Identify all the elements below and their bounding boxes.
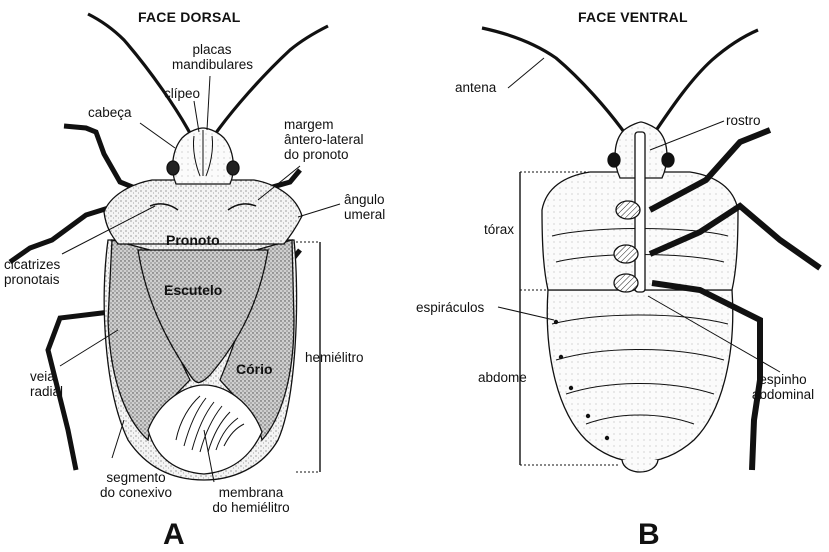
abdomen-ventral	[547, 290, 732, 462]
label-corio: Cório	[236, 361, 273, 377]
panel-letter-a: A	[163, 518, 185, 552]
label-placas-mandibulares: placas mandibulares	[172, 42, 252, 72]
label-cabeca: cabeça	[88, 105, 132, 120]
label-rostro: rostro	[726, 113, 761, 128]
label-angulo-humeral: ângulo umeral	[344, 192, 385, 222]
hind-coxa	[614, 274, 638, 292]
heading-dorsal: FACE DORSAL	[138, 9, 241, 25]
label-clipeo: clípeo	[164, 86, 200, 101]
label-torax: tórax	[484, 222, 514, 237]
label-cicatrizes: cicatrizes pronotais	[4, 257, 60, 287]
mid-coxa	[614, 245, 638, 263]
left-antenna-ventral	[482, 28, 624, 132]
label-membrana: membrana do hemiélitro	[196, 485, 306, 515]
left-eye	[167, 161, 179, 175]
genital-segment	[622, 460, 658, 472]
panel-letter-b: B	[638, 518, 660, 552]
label-pronoto: Pronoto	[166, 232, 220, 248]
heading-ventral: FACE VENTRAL	[578, 9, 688, 25]
left-foreleg-dorsal	[64, 126, 140, 190]
label-antena: antena	[455, 80, 496, 95]
label-abdome: abdome	[478, 370, 527, 385]
right-eye-ventral	[662, 153, 674, 167]
label-veia-radial: veia radial	[30, 369, 63, 399]
label-escutelo: Escutelo	[164, 282, 222, 298]
label-segmento-conexivo: segmento do conexivo	[86, 470, 186, 500]
right-eye	[227, 161, 239, 175]
label-hemielitro: hemiélitro	[305, 350, 364, 365]
fore-coxa	[616, 201, 640, 219]
label-margem: margem ântero-lateral do pronoto	[284, 117, 364, 162]
label-espinho-abdominal: espinho abdominal	[738, 372, 828, 402]
left-eye-ventral	[608, 153, 620, 167]
label-espiraculos: espiráculos	[416, 300, 484, 315]
ventral-bug	[482, 28, 820, 472]
